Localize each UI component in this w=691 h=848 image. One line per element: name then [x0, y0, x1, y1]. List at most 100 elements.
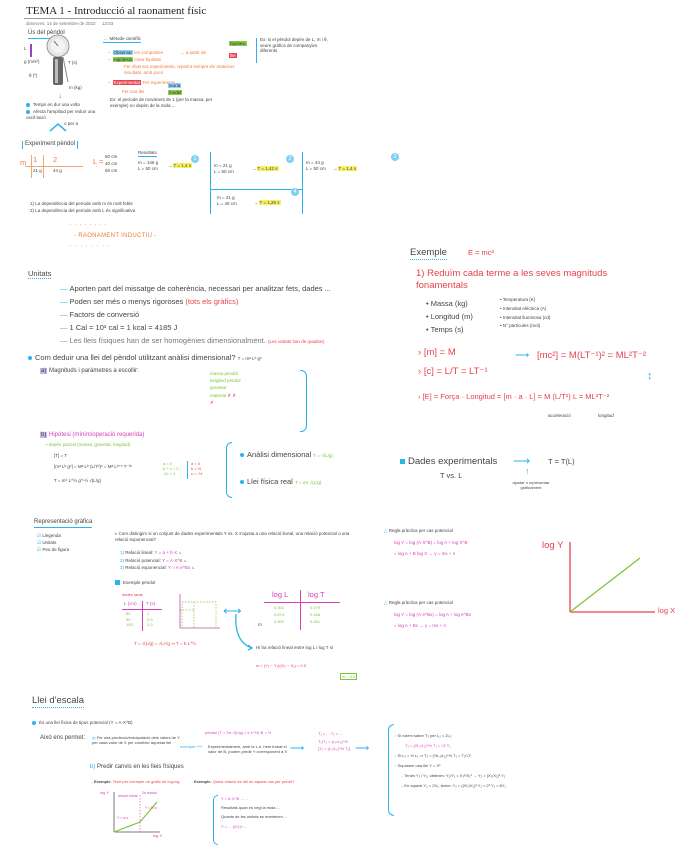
representacio-question: ▸ Com distingim si un conjunt de dades e… [115, 531, 350, 542]
metode-item-experimentar: –Experimentar Fer experiments [108, 80, 176, 85]
exemple-formula: E = mc² [468, 248, 495, 257]
scale-graph-label-1: relació lineal [118, 794, 138, 798]
pendulum-clock-icon [46, 34, 70, 85]
conclusion-2: 2) La dependència del període amb L és s… [30, 208, 136, 213]
updown-arrow-icon: ↕ [647, 370, 653, 382]
lleis-right-items: › Si volem saber T₂ per L₂ = 2L₁: T₂ = (… [395, 733, 506, 788]
regla-2-eq2: = log A + Bx → y = mx + n [394, 623, 447, 628]
double-arrow-icon: ⟷ [223, 603, 242, 618]
right-arrow-icon: ⟶ [515, 350, 530, 361]
regla-1-eq2: = log A + B log X → y = mx + n [394, 551, 456, 556]
table-cell-2: 44 g [53, 168, 62, 173]
eq-m: › [m] = M [418, 347, 456, 358]
metode-item-observar: –Observar les compostes [108, 50, 164, 55]
down-arrow-icon: ↓ [58, 91, 62, 100]
scale-graph-xlabel: log X [153, 833, 163, 838]
curved-arrow-icon [235, 613, 254, 651]
regla-2-eq1: log Y = log (A·e^Bx) = log A + log e^Bx [394, 612, 471, 617]
log-m-label: m [258, 622, 262, 627]
page-time: 13:53 [102, 21, 114, 26]
metode-item-hipotesis: –Hipòtesis crear hipòtesi [108, 57, 162, 62]
graph-ylabel: log Y [542, 540, 564, 551]
lleis-arrow-right-2: ⟶ [355, 743, 370, 754]
a-options-brace [300, 370, 307, 432]
pendol-label-g: g (m/s²) [24, 59, 40, 64]
result-llei: llei [229, 53, 237, 58]
results-label: Resultats [138, 150, 157, 157]
representacio-heading: Representació gràfica [34, 519, 93, 528]
lleis-b: b) Predir canvis en les lleis físiques [90, 764, 184, 770]
regla-2-title: △ Regla pràctica per cas potencial [384, 600, 453, 605]
lleis-arrow-mid: exemple ⟶ [180, 744, 202, 749]
metode-arrow-text: → a partir de [180, 50, 207, 55]
fundamental-col-2: • Temperatura (K)• Intensitat elèctrica … [500, 297, 551, 329]
representacio-types: 1) Relació lineal: Y = a + b·X ⊾ 2) Rela… [120, 550, 196, 571]
conclusion-1: 1) La dependència del període amb m és m… [30, 201, 133, 206]
lleis-a-result: Experimentalment, amb la L.e. hem trobat… [208, 744, 288, 754]
linear-note: Hi ha relació lineal entre log L i log T… [256, 645, 333, 650]
metode-branch-text: Fer una llei [122, 89, 145, 94]
exemple-heading: Exemple [410, 247, 447, 260]
data-table-title: dades taula [122, 592, 143, 597]
lleis-sub-brace [213, 795, 218, 845]
lleis-heading: Llei d'escala [32, 695, 84, 708]
slope-boxed: m = 0.5 [340, 673, 358, 680]
analisi-question: Com deduir una llei del pèndol utilitzan… [28, 353, 262, 362]
table-row-label: m [20, 158, 27, 167]
scale-law-graph [113, 792, 160, 833]
dades-arrow-icon: ⟶ [513, 454, 531, 468]
dades-sub: T vs. L [440, 471, 463, 480]
side-bracket [256, 38, 257, 63]
L-label: L = [93, 157, 104, 166]
analisi-a: a) Magnituds i paràmetres a escollir: [40, 368, 139, 374]
example-pendol-label: Exemple pèndol [115, 580, 155, 586]
scale-graph-label-4: Y = b·x² [145, 806, 158, 810]
result-anàlisi: Anàlisi dimensional T = √(L/g) [240, 450, 333, 459]
exemple-step1: 1) Reduïm cada terme a les seves magnitu… [416, 268, 608, 291]
scale-graph-ylabel: log Y [100, 790, 110, 795]
dades-result: T = T(L) [548, 457, 575, 466]
pendol-label-L: L [24, 46, 27, 51]
eq-E: › [E] = Força · Longitud = [m · a · L] =… [418, 392, 610, 401]
analisi-eq3: T = m⁰ L^½ g^-½ √(L/g) [54, 478, 102, 483]
length-bar-icon [30, 44, 32, 57]
branch-label: o per a [64, 121, 79, 126]
case-4-number: 4 [291, 188, 299, 196]
metode-side-note: Ex: si el pèndol depèn de L, m i θ, veur… [260, 37, 328, 54]
fundamental-col-1: • Massa (kg)• Longitud (m)• Temps (s) [426, 299, 473, 335]
result-llei-real: Llei física real T = 2π √(L/g) [240, 477, 321, 486]
page-title: TEMA 1 - Introducció al raonament físic [26, 5, 207, 17]
title-divider [24, 18, 184, 19]
eq-c: › [c] = L/T = LT⁻¹ [418, 366, 488, 377]
pendol-label-m: m (kg) [69, 85, 82, 90]
dades-arrow-note: ajustar o representar gràficament [512, 480, 550, 490]
slope-calc: m = (Y₂ − Y₁)/(X₂ − X₁) = 0.5 [256, 663, 306, 668]
graph-xlabel: log X [658, 606, 676, 615]
case-4-result: →T = 1,26 s [254, 200, 281, 205]
unitats-heading: Unitats [28, 269, 52, 280]
case-3-result: →T = 1,4 s [333, 166, 358, 171]
metode-orange-note: Fer diversos experiments, repetint sempr… [124, 64, 235, 75]
unitats-item-1: —Aporten part del missatge de coherència… [60, 284, 331, 293]
unitats-item-5: —Les lleis físiques han de ser homogènie… [60, 336, 325, 345]
eq-mc2: [mc²] = M(LT⁻¹)² = ML²T⁻² [537, 350, 647, 361]
metode-heading: →Mètode científic [103, 36, 142, 43]
page-date: dimecres, 14 de setembre de 2022 [26, 21, 96, 26]
up-arrow-icon: ↑ [525, 466, 530, 476]
analisi-eq2: [mᵃ Lᵇ gᶜ] = Mᵃ Lᵇ (L/T²)ᶜ = Mᵃ Lᵇ⁺ᶜ T⁻²… [54, 464, 132, 469]
unitats-item-4: —1 Cal = 10³ cal = 1 kcal = 4185 J [60, 323, 178, 332]
regla-1-eq1: log Y = log (A·X^B) = log A + log X^B [394, 540, 468, 545]
pendol-label-theta: θ (º) [29, 73, 38, 78]
lleis-ex1: →Exemple: Tenir per exemple un gràfic de… [90, 779, 180, 784]
analisi-b-sub: • depèn parcial (massa, gravetat, longit… [46, 442, 131, 447]
lleis-sub-items: Y = A·X^B → ...Resultats quan es vegi la… [221, 796, 288, 829]
pendol-bullet-1: Temps en dur una volta [26, 102, 80, 108]
